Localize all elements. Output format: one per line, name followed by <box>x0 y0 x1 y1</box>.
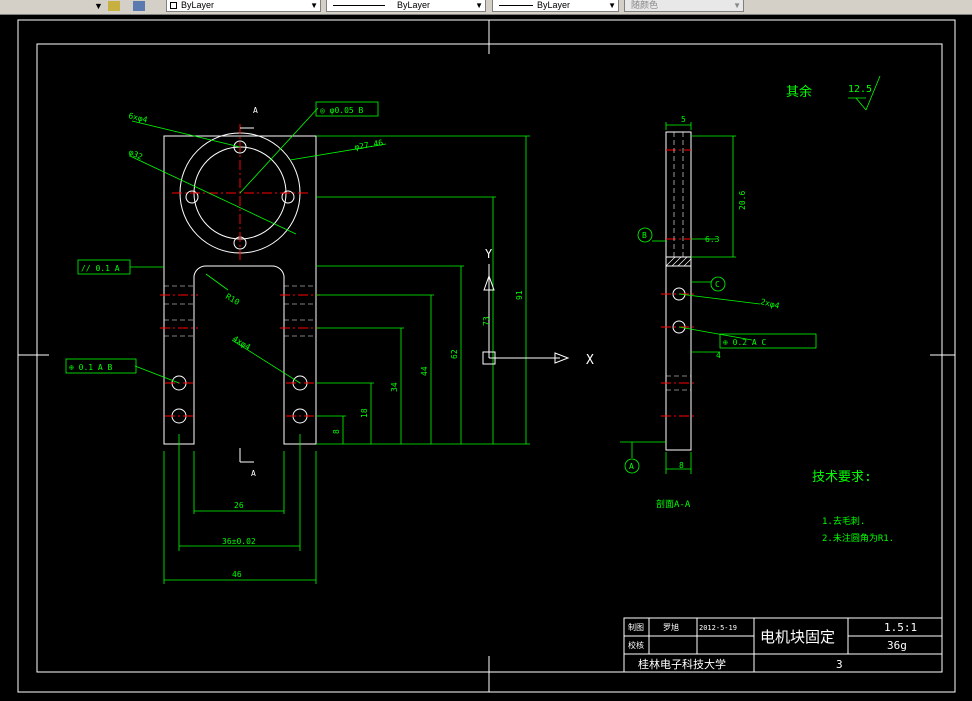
side-dim-gap: 4 <box>716 351 721 360</box>
color-combo[interactable]: ByLayer ▼ <box>166 0 321 12</box>
surface-finish-label: 其余 <box>786 84 812 100</box>
layer-stack-icon[interactable] <box>133 1 145 11</box>
dimension-lines <box>129 75 881 584</box>
datum-b-label: B <box>642 231 647 240</box>
linetype-preview <box>333 5 385 6</box>
concentric-tolerance: ◎ φ0.05 B <box>320 106 364 115</box>
circle-pcd-callout: φ27.46 <box>354 138 384 152</box>
title-block-frame <box>623 617 943 673</box>
circle-outer-callout: φ32 <box>127 148 144 162</box>
datum-c-label: C <box>715 280 720 289</box>
section-arrows <box>239 127 254 463</box>
hole-lower-callout: 4xφ4 <box>231 334 252 352</box>
tb-part-name: 电机块固定 <box>760 628 835 646</box>
plotstyle-combo: 随颜色 ▼ <box>624 0 744 12</box>
dim-height-62: 62 <box>450 349 459 359</box>
datum-a-label: A <box>629 462 634 471</box>
tb-scale: 1.5:1 <box>884 621 917 634</box>
chevron-down-icon: ▼ <box>608 1 616 10</box>
sheet-border-outer <box>17 19 956 693</box>
tb-sheet: 3 <box>836 658 843 671</box>
tech-req-1: 1.去毛刺. <box>822 515 865 527</box>
properties-toolbar: ▼ ByLayer ▼ ByLayer ▼ ByLayer ▼ 随颜色 ▼ <box>0 0 972 15</box>
position-tolerance: ⊕ 0.1 A B <box>69 363 113 372</box>
axis-y-label: Y <box>485 247 493 261</box>
dim-width-total: 46 <box>232 570 242 579</box>
dim-width-mid: 36±0.02 <box>222 537 256 546</box>
tech-req-title: 技术要求: <box>812 470 872 485</box>
chevron-down-icon: ▼ <box>475 1 483 10</box>
layer-states-icon[interactable] <box>108 1 120 11</box>
tb-drawn-date: 2012-5-19 <box>699 624 737 632</box>
drawing-canvas[interactable]: Y X 6xφ4 φ32 φ27.46 R10 4xφ4 ◎ φ0.05 B /… <box>0 14 972 701</box>
chevron-down-icon: ▼ <box>310 1 318 10</box>
section-hatch <box>665 256 692 267</box>
dropdown-arrow-icon[interactable]: ▼ <box>94 1 103 11</box>
color-swatch-icon <box>170 2 177 9</box>
side-dim-height: 20.6 <box>738 191 747 210</box>
dim-height-34: 34 <box>390 382 399 392</box>
dim-height-8: 8 <box>332 429 341 434</box>
linetype-combo[interactable]: ByLayer ▼ <box>326 0 486 12</box>
dim-height-44: 44 <box>420 366 429 376</box>
tolerance-frames <box>65 101 817 474</box>
side-dim-chamfer: 6.3 <box>705 235 720 244</box>
surface-finish-value: 12.5 <box>848 84 872 95</box>
side-view-outline <box>665 131 692 451</box>
tb-drawn-name: 罗旭 <box>663 622 679 632</box>
tb-weight: 36g <box>887 639 907 652</box>
section-label-bottom: A <box>251 469 256 478</box>
tech-req-2: 2.未注圆角为R1. <box>822 532 894 544</box>
chevron-down-icon: ▼ <box>733 1 741 10</box>
section-label-top: A <box>253 106 258 115</box>
plotstyle-combo-value: 随颜色 <box>631 0 659 10</box>
dim-height-total: 91 <box>515 290 524 300</box>
section-caption: 剖面A-A <box>656 498 691 510</box>
linetype-combo-value: ByLayer <box>397 0 431 10</box>
side-dim-bottom: 8 <box>679 461 684 470</box>
side-position-tolerance: ⊕ 0.2 A C <box>723 338 767 347</box>
slot-radius-callout: R10 <box>224 292 241 307</box>
lineweight-combo[interactable]: ByLayer ▼ <box>492 0 619 12</box>
axis-x-label: X <box>586 353 594 368</box>
side-hole-callout: 2xφ4 <box>760 297 781 310</box>
dim-width-gap: 26 <box>234 501 244 510</box>
dim-height-18: 18 <box>360 408 369 418</box>
dim-height-73: 73 <box>482 316 491 326</box>
color-combo-value: ByLayer <box>181 0 215 10</box>
tb-drawn-label: 制图 <box>628 622 644 632</box>
tb-school: 桂林电子科技大学 <box>638 657 726 671</box>
lineweight-preview <box>499 5 533 6</box>
side-dim-thickness: 5 <box>681 115 686 124</box>
ucs-icon <box>482 264 570 365</box>
hidden-lines <box>164 132 691 391</box>
lineweight-combo-value: ByLayer <box>537 0 571 10</box>
parallel-tolerance: // 0.1 A <box>81 264 120 273</box>
tb-check-label: 校核 <box>628 640 644 650</box>
